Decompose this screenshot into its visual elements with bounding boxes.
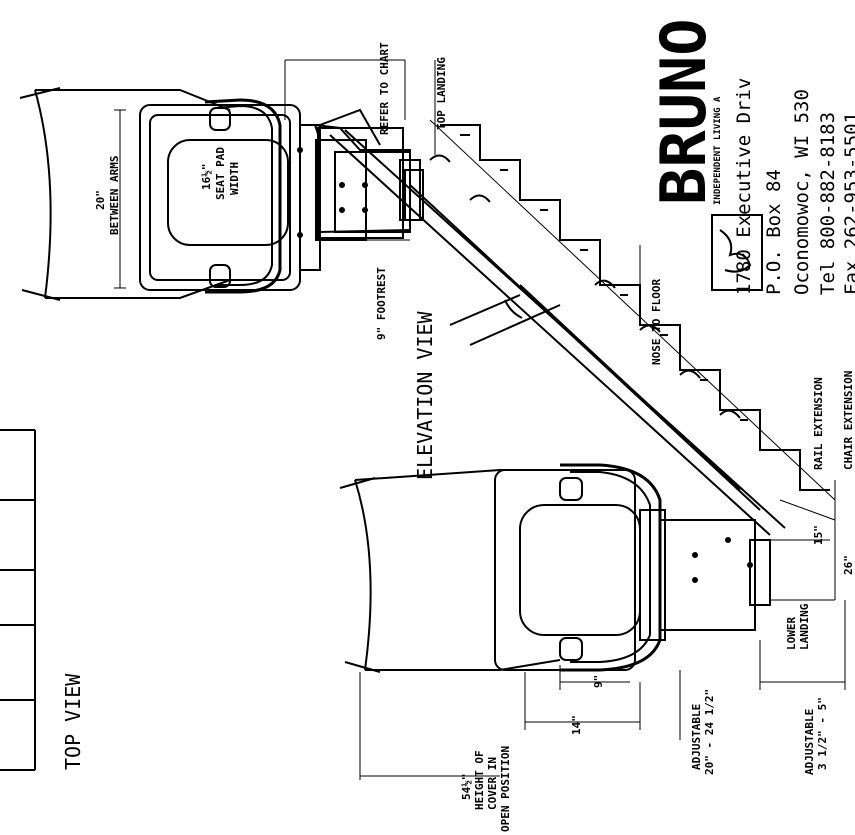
rail-extension-label: RAIL EXTENSION [812, 377, 825, 470]
adjustable-foot-label-1: ADJUSTABLE [803, 709, 816, 775]
cover-height-label-1: 54½" [460, 774, 473, 801]
seat-pad-label-1: SEAT PAD [214, 147, 227, 200]
adjustable-seat-label-1: ADJUSTABLE [690, 704, 703, 770]
chair-extension-value: 26" [842, 555, 855, 575]
refer-to-chart-label: REFER TO CHART [378, 42, 391, 135]
upper-chair [313, 108, 424, 234]
elevation-labels: ELEVATION VIEW REFER TO CHART TOP LANDIN… [375, 42, 855, 832]
address-line-1: 1780 Executive Driv [733, 78, 755, 295]
company-logo-icon [711, 214, 763, 291]
adjustable-foot-label-2: 3 1/2" - 5" [816, 697, 829, 770]
between-arms-label: BETWEEN ARMS [108, 156, 121, 235]
elevation-view-title: ELEVATION VIEW [413, 310, 437, 480]
top-view-title: TOP VIEW [61, 673, 85, 770]
rail [329, 119, 836, 536]
lower-landing-label-2: LANDING [798, 603, 811, 650]
top-view-text: 20" BETWEEN ARMS 16½" SEAT PAD WIDTH [94, 147, 241, 235]
cover-height-label-2: HEIGHT OF [473, 750, 486, 810]
address-line-3: Oconomowoc, WI 530 [791, 89, 813, 295]
dimension-lines [284, 59, 846, 780]
nose-to-floor-label: NOSE TO FLOOR [650, 279, 663, 365]
lower-landing-label-1: LOWER [785, 617, 798, 650]
brand-logo: BRUNO [647, 18, 720, 205]
company-block: BRUNO INDEPENDENT LIVING A 1780 Executiv… [647, 18, 855, 295]
cover-height-label-3: COVER IN [486, 757, 499, 810]
phone-line: Tel 800-882-8183 [817, 112, 839, 295]
brand-tagline: INDEPENDENT LIVING A [713, 96, 723, 205]
top-view-blocks [0, 429, 36, 771]
seat-pad-label-2: WIDTH [228, 162, 241, 195]
footrest-label: 9" FOOTREST [375, 267, 388, 340]
dim-14-label: 14" [570, 715, 583, 735]
chair-extension-label: CHAIR EXTENSION [842, 371, 855, 470]
top-landing-label: TOP LANDING [435, 57, 448, 130]
dim-9-label: 9" [592, 675, 605, 688]
seat-pad-value: 16½" [200, 164, 213, 191]
fax-line: Fax 262-953-5501 [841, 112, 855, 295]
between-arms-value: 20" [94, 190, 107, 210]
adjustable-seat-label-2: 20" - 24 1/2" [703, 689, 716, 775]
lower-chair [339, 463, 771, 673]
rail-extension-value: 15" [812, 525, 825, 545]
cover-height-label-4: OPEN POSITION [499, 746, 512, 832]
address-line-2: P.O. Box 84 [763, 169, 785, 295]
